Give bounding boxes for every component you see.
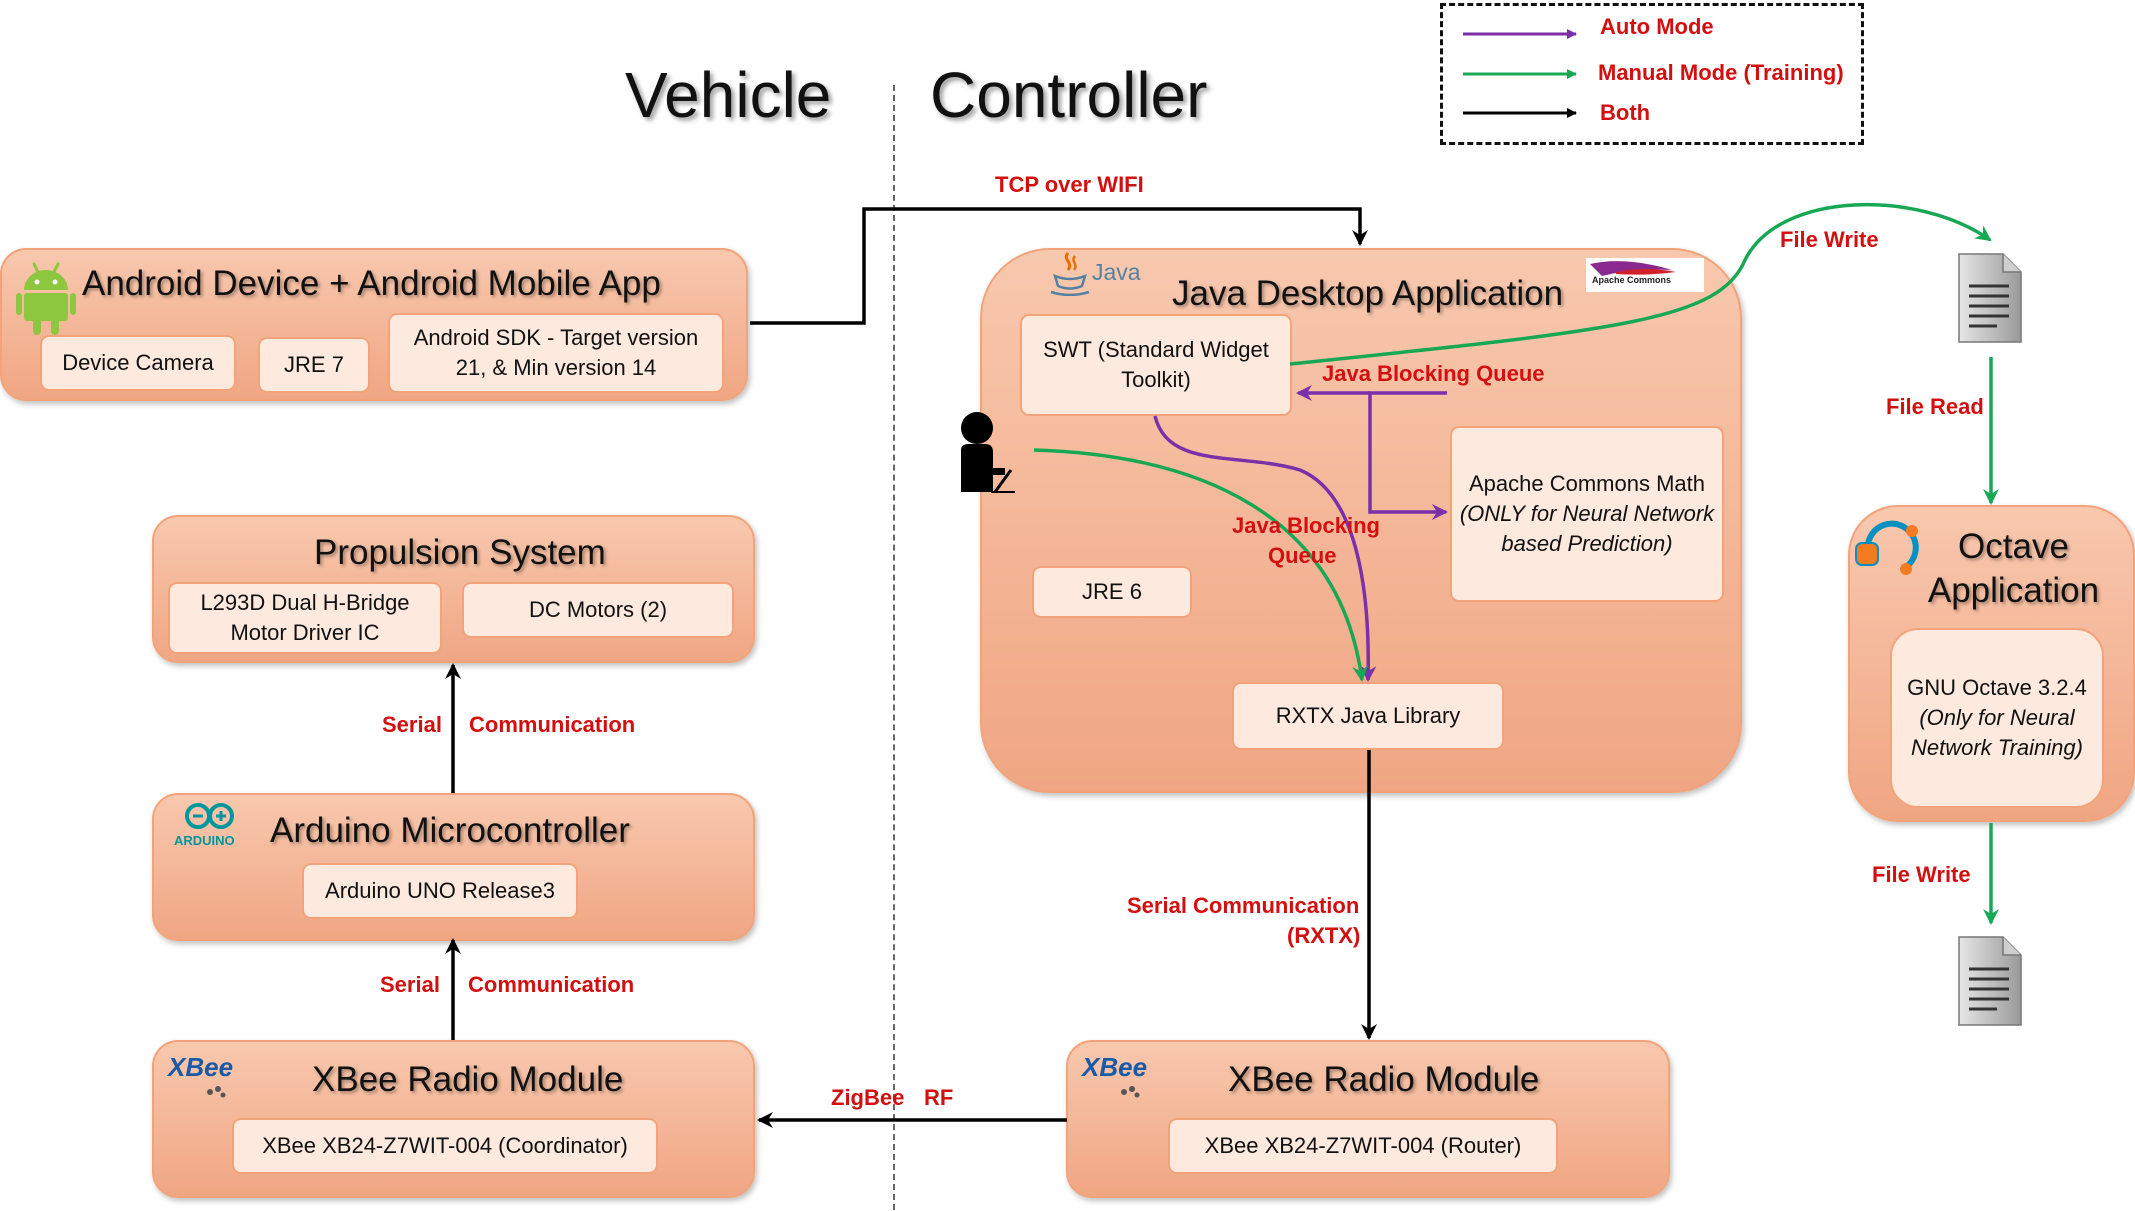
java-logo-text: Java	[1092, 259, 1141, 285]
xbee-controller-box: XBee XBee Radio Module XBee XB24-Z7WIT-0…	[1066, 1040, 1670, 1198]
xbee-vehicle-logo: XBee	[168, 1052, 234, 1082]
octave-icon	[1855, 520, 1919, 575]
rf-label: RF	[924, 1085, 954, 1110]
apache-math-note: (ONLY for Neural Network based Predictio…	[1459, 501, 1715, 556]
arduino-microcontroller-box: ARDUINO Arduino Microcontroller Arduino …	[152, 793, 755, 941]
apache-math-name: Apache Commons Math	[1469, 471, 1705, 496]
xbee-vehicle-title: XBee Radio Module	[312, 1060, 624, 1099]
legend-arrows	[1463, 29, 1577, 118]
arduino-board: Arduino UNO Release3	[302, 863, 578, 919]
octave-title: Octave Application	[1927, 527, 2100, 610]
communication-label-lower: Communication	[468, 972, 635, 997]
octave-app-box: Octave Application GNU Octave 3.2.4 (Onl…	[1848, 505, 2135, 822]
controller-header: Controller	[930, 59, 1208, 131]
android-icon	[16, 262, 76, 335]
propulsion-system-box: Propulsion System L293D Dual H-Bridge Mo…	[152, 515, 755, 663]
legend: Auto Mode Manual Mode (Training) Both	[1440, 3, 1864, 145]
arduino-title: Arduino Microcontroller	[270, 811, 630, 850]
swt-toolkit: SWT (Standard Widget Toolkit)	[1020, 314, 1292, 416]
gnu-octave: GNU Octave 3.2.4 (Only for Neural Networ…	[1890, 628, 2104, 808]
xbee-vehicle-logo-icon	[207, 1086, 226, 1098]
xbee-router-model: XBee XB24-Z7WIT-004 (Router)	[1168, 1118, 1558, 1174]
java-jre6: JRE 6	[1032, 566, 1192, 618]
android-title: Android Device + Android Mobile App	[82, 264, 661, 303]
file-read-label: File Read	[1886, 394, 1984, 419]
apache-commons-logo: Apache Commons	[1586, 258, 1704, 292]
arduino-logo-text: ARDUINO	[174, 833, 235, 848]
serial-label-upper: Serial	[382, 712, 442, 737]
legend-manual-label: Manual Mode (Training)	[1598, 60, 1844, 85]
apache-logo-text: Apache Commons	[1592, 275, 1672, 285]
xbee-coordinator-model: XBee XB24-Z7WIT-004 (Coordinator)	[232, 1118, 658, 1174]
queue-label: Queue	[1268, 543, 1337, 568]
dc-motors: DC Motors (2)	[462, 582, 734, 638]
android-sdk: Android SDK - Target version 21, & Min v…	[388, 313, 724, 393]
android-device-box: Android Device + Android Mobile App Devi…	[0, 248, 748, 401]
zigbee-label: ZigBee	[831, 1085, 905, 1110]
document-icon-bottom	[1958, 936, 2022, 1026]
vehicle-header: Vehicle	[625, 59, 832, 131]
android-jre: JRE 7	[258, 337, 370, 393]
java-app-title: Java Desktop Application	[1172, 274, 1564, 313]
arduino-icon	[185, 803, 234, 829]
rxtx-label: (RXTX)	[1287, 923, 1361, 948]
tcp-wifi-label: TCP over WIFI	[995, 172, 1144, 197]
gnu-octave-version: GNU Octave 3.2.4	[1907, 675, 2087, 700]
legend-both-label: Both	[1600, 100, 1651, 125]
rxtx-library: RXTX Java Library	[1232, 682, 1504, 750]
file-write-bottom-label: File Write	[1872, 862, 1971, 887]
java-blocking-queue-label: Java Blocking Queue	[1322, 361, 1545, 386]
vehicle-controller-divider	[893, 85, 895, 1210]
communication-label-upper: Communication	[469, 712, 636, 737]
xbee-vehicle-box: XBee XBee Radio Module XBee XB24-Z7WIT-0…	[152, 1040, 755, 1198]
apache-commons-math: Apache Commons Math (ONLY for Neural Net…	[1450, 426, 1724, 602]
java-icon	[1050, 252, 1090, 296]
file-write-top-label: File Write	[1780, 227, 1879, 252]
motor-driver-ic: L293D Dual H-Bridge Motor Driver IC	[168, 582, 442, 654]
device-camera: Device Camera	[40, 335, 236, 391]
propulsion-title: Propulsion System	[314, 533, 606, 572]
gnu-octave-note: (Only for Neural Network Training)	[1911, 705, 2083, 760]
serial-label-lower: Serial	[380, 972, 440, 997]
xbee-controller-logo-icon	[1121, 1086, 1140, 1098]
user-icon	[961, 412, 1015, 493]
legend-auto-label: Auto Mode	[1600, 14, 1714, 39]
java-blocking-label: Java Blocking	[1232, 513, 1380, 538]
xbee-controller-logo: XBee	[1082, 1052, 1148, 1082]
document-icon-top	[1958, 253, 2022, 343]
xbee-controller-title: XBee Radio Module	[1228, 1060, 1540, 1099]
serial-communication-label: Serial Communication	[1127, 893, 1360, 918]
